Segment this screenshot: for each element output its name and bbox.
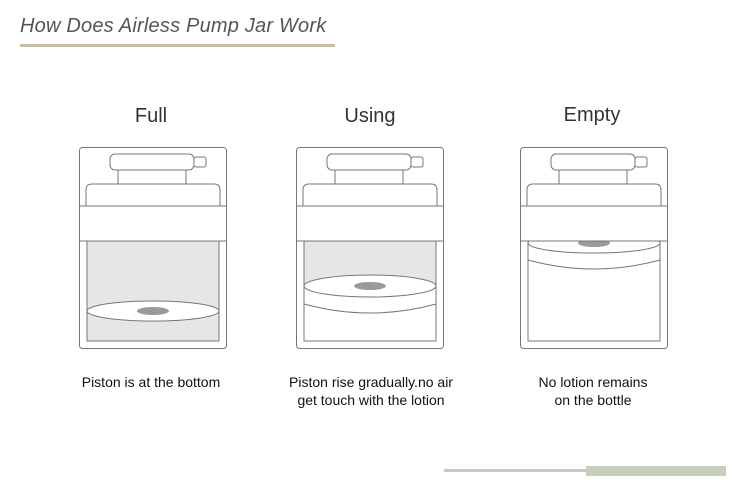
jar-collar [296,205,444,242]
jar-cap [526,183,662,206]
jar-cap [85,183,221,206]
stage-label-empty: Empty [563,104,621,126]
caption-using: Piston rise gradually.no air get touch w… [251,373,491,409]
caption-empty: No lotion remains on the bottle [473,373,713,409]
caption-using-line-1: Piston rise gradually.no air [289,374,453,390]
caption-full: Piston is at the bottom [31,373,271,391]
pump-head [550,153,636,171]
jar-cap [302,183,438,206]
jar-full-diagram [79,147,227,349]
footer-green-bar [586,466,726,476]
stage-label-full: Full [134,105,168,127]
piston-center [354,282,386,290]
jar-outer-frame [79,147,227,349]
caption-using-line-2: get touch with the lotion [297,392,445,408]
footer-grey-bar [444,469,586,472]
jar-collar [520,205,668,242]
stage-label-using: Using [344,105,396,127]
jar-outer-frame [520,147,668,349]
pump-head [326,153,412,171]
pump-nozzle [193,156,207,168]
caption-full-line-1: Piston is at the bottom [81,374,221,390]
caption-empty-line-2: on the bottle [554,392,632,408]
pump-head [109,153,195,171]
jar-outer-frame [296,147,444,349]
page-title: How Does Airless Pump Jar Work [20,15,327,37]
pump-nozzle [634,156,648,168]
jar-collar [79,205,227,242]
jar-using-diagram [296,147,444,349]
title-underline [20,44,335,47]
lotion-fill [86,240,220,342]
pump-nozzle [410,156,424,168]
caption-empty-line-1: No lotion remains [538,374,648,390]
piston-center [137,307,169,315]
jar-empty-diagram [520,147,668,349]
